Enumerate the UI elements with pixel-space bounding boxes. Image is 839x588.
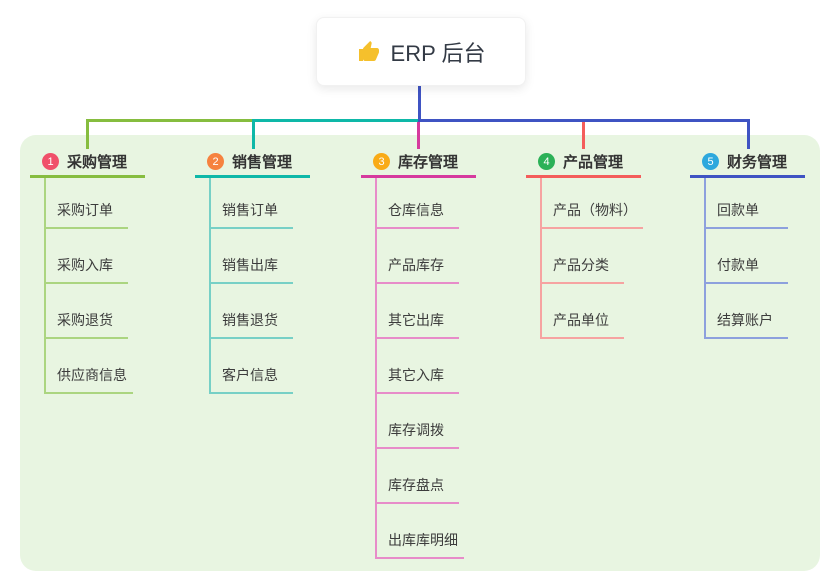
child-node[interactable]: 产品（物料） [540, 199, 643, 229]
child-node[interactable]: 销售订单 [209, 199, 293, 229]
branch1-connector-line [86, 119, 255, 122]
branch3-drop-line [417, 122, 420, 149]
branch-node-product: 4 产品管理 产品（物料） 产品分类 产品单位 [526, 148, 656, 339]
child-node[interactable]: 出库库明细 [375, 529, 464, 559]
child-node[interactable]: 结算账户 [704, 309, 788, 339]
branch-number-badge: 3 [373, 153, 390, 170]
branch-label-text: 产品管理 [563, 154, 624, 171]
branch-children-line [375, 178, 377, 559]
branch2-connector-line [252, 119, 420, 122]
child-node[interactable]: 采购入库 [44, 254, 128, 284]
child-node[interactable]: 回款单 [704, 199, 788, 229]
branch-label-text: 采购管理 [67, 154, 128, 171]
child-node[interactable]: 供应商信息 [44, 364, 133, 394]
branch2-drop-line [252, 119, 255, 149]
branch-label[interactable]: 4 产品管理 [526, 148, 641, 178]
child-node[interactable]: 销售出库 [209, 254, 293, 284]
branch-number-badge: 2 [207, 153, 224, 170]
branch-children-line [209, 178, 211, 394]
child-node[interactable]: 其它出库 [375, 309, 459, 339]
branch-label[interactable]: 5 财务管理 [690, 148, 805, 178]
child-node[interactable]: 库存调拨 [375, 419, 459, 449]
child-node[interactable]: 产品库存 [375, 254, 459, 284]
branch-children-line [44, 178, 46, 394]
branch-number-badge: 5 [702, 153, 719, 170]
branch-node-purchase: 1 采购管理 采购订单 采购入库 采购退货 供应商信息 [30, 148, 160, 394]
branch-label-text: 财务管理 [727, 154, 788, 171]
child-node[interactable]: 客户信息 [209, 364, 293, 394]
root-title: ERP 后台 [390, 40, 486, 66]
branch5-connector-line [418, 119, 750, 122]
thumbs-up-icon [358, 40, 379, 61]
branch-label[interactable]: 3 库存管理 [361, 148, 476, 178]
branch-node-inventory: 3 库存管理 仓库信息 产品库存 其它出库 其它入库 库存调拨 库存盘点 出库库… [361, 148, 491, 559]
branch-children-line [540, 178, 542, 339]
child-node[interactable]: 库存盘点 [375, 474, 459, 504]
mindmap-panel [20, 135, 820, 571]
branch1-drop-line [86, 119, 89, 149]
branch-label-text: 库存管理 [398, 154, 459, 171]
child-node[interactable]: 其它入库 [375, 364, 459, 394]
child-node[interactable]: 采购订单 [44, 199, 128, 229]
branch4-drop-line [582, 122, 585, 149]
branch-children-line [704, 178, 706, 339]
branch-node-sales: 2 销售管理 销售订单 销售出库 销售退货 客户信息 [195, 148, 325, 394]
branch-node-finance: 5 财务管理 回款单 付款单 结算账户 [690, 148, 820, 339]
branch-label-text: 销售管理 [232, 154, 293, 171]
branch-number-badge: 4 [538, 153, 555, 170]
root-node[interactable]: ERP 后台 [316, 17, 526, 86]
child-node[interactable]: 销售退货 [209, 309, 293, 339]
branch-number-badge: 1 [42, 153, 59, 170]
branch-label[interactable]: 1 采购管理 [30, 148, 145, 178]
branch-label[interactable]: 2 销售管理 [195, 148, 310, 178]
root-connector-line [418, 84, 421, 121]
branch5-drop-line [747, 119, 750, 149]
child-node[interactable]: 仓库信息 [375, 199, 459, 229]
child-node[interactable]: 付款单 [704, 254, 788, 284]
child-node[interactable]: 采购退货 [44, 309, 128, 339]
child-node[interactable]: 产品单位 [540, 309, 624, 339]
child-node[interactable]: 产品分类 [540, 254, 624, 284]
